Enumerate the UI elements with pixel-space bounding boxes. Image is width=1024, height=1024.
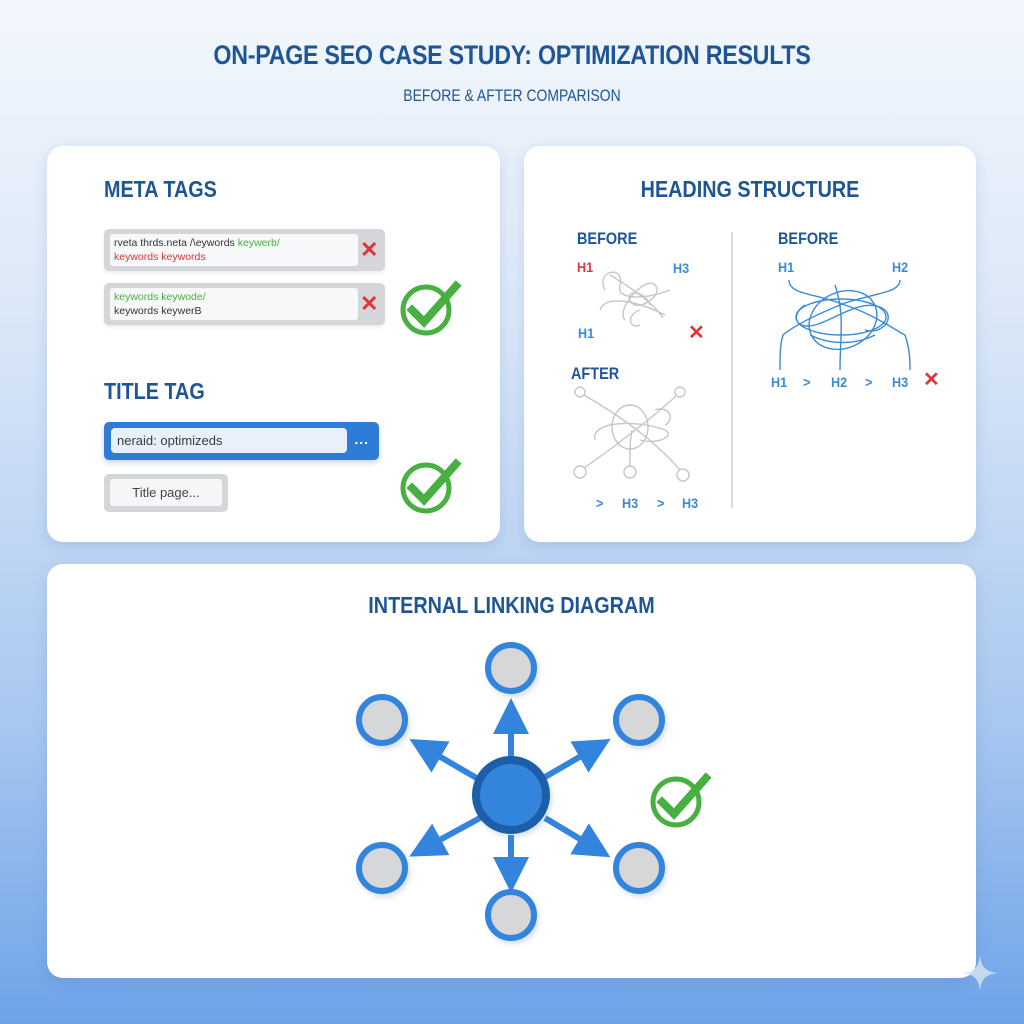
sparkle-icon bbox=[962, 955, 998, 991]
page-subtitle: BEFORE & AFTER COMPARISON bbox=[403, 86, 621, 105]
meta-text-dark: keywords keywerB bbox=[114, 305, 202, 317]
page-title: ON-PAGE SEO CASE STUDY: OPTIMIZATION RES… bbox=[213, 40, 811, 70]
meta-tag-box-after: keywords keywode/ keywords keywerB ✕ bbox=[104, 283, 385, 325]
organized-headings-icon bbox=[573, 386, 690, 482]
after-label: AFTER bbox=[571, 364, 620, 383]
heading-structure-card bbox=[524, 146, 976, 542]
internal-linking-diagram bbox=[356, 642, 665, 941]
x-icon: ✕ bbox=[688, 322, 705, 344]
heading-structure-heading: HEADING STRUCTURE bbox=[640, 176, 860, 202]
tangled-headings-icon bbox=[599, 271, 671, 327]
meta-text-red: keywords keywords bbox=[114, 251, 206, 263]
h1-tag: H1 bbox=[778, 259, 795, 275]
x-icon: ✕ bbox=[923, 369, 940, 391]
chevron-right-icon: > bbox=[657, 495, 665, 511]
before-label: BEFORE bbox=[577, 229, 638, 248]
title-tag-heading: TITLE TAG bbox=[104, 378, 205, 404]
title-page-label: Title page... bbox=[110, 479, 222, 506]
meta-tags-heading: META TAGS bbox=[104, 176, 217, 202]
internal-linking-heading: INTERNAL LINKING DIAGRAM bbox=[368, 592, 655, 618]
meta-tag-text: keywords keywode/ keywords keywerB bbox=[110, 288, 358, 320]
h1-tag: H1 bbox=[578, 325, 595, 341]
meta-tag-text: rveta thrds.neta /\eywords keywerb/ keyw… bbox=[110, 234, 358, 266]
meta-tag-box-before: rveta thrds.neta /\eywords keywerb/ keyw… bbox=[104, 229, 385, 271]
h1-tag: H1 bbox=[771, 374, 788, 390]
meta-text-green: keywerb/ bbox=[237, 237, 280, 249]
central-page-node bbox=[472, 756, 550, 834]
tangled-headings-blue-icon bbox=[779, 279, 911, 370]
before-label: BEFORE bbox=[778, 229, 839, 248]
h3-tag: H3 bbox=[622, 495, 639, 511]
h2-tag: H2 bbox=[831, 374, 848, 390]
x-icon: ✕ bbox=[360, 237, 379, 262]
more-options-icon[interactable]: ... bbox=[354, 431, 369, 447]
chevron-right-icon: > bbox=[865, 374, 873, 390]
h3-tag: H3 bbox=[682, 495, 699, 511]
chevron-right-icon: > bbox=[803, 374, 811, 390]
column-divider bbox=[731, 232, 733, 508]
h1-tag: H1 bbox=[577, 259, 594, 275]
title-tag-input[interactable]: neraid: optimizeds bbox=[111, 428, 347, 453]
check-icon bbox=[650, 772, 712, 828]
h2-tag: H2 bbox=[892, 259, 909, 275]
meta-text-green: keywords keywode/ bbox=[114, 291, 206, 303]
x-icon: ✕ bbox=[360, 291, 379, 316]
check-icon bbox=[400, 280, 462, 336]
h3-tag: H3 bbox=[892, 374, 909, 390]
h3-tag: H3 bbox=[673, 260, 690, 276]
meta-text-dark: rveta thrds.neta /\eywords bbox=[114, 237, 238, 249]
title-tag-input-box[interactable]: neraid: optimizeds ... bbox=[104, 422, 379, 460]
chevron-right-icon: > bbox=[596, 495, 604, 511]
title-page-button[interactable]: Title page... bbox=[104, 474, 228, 512]
check-icon bbox=[400, 458, 462, 514]
page-node bbox=[356, 642, 665, 941]
